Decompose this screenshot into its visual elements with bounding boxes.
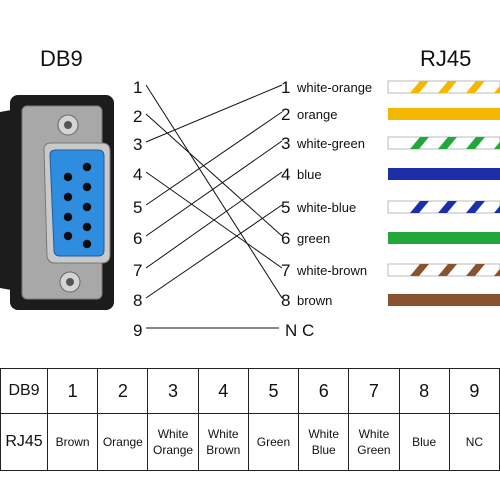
rj45-pin-number: 8 xyxy=(281,291,290,310)
table-cell-db9-pin: 3 xyxy=(147,368,199,414)
wire-db9-2-to-rj45-6 xyxy=(145,113,283,237)
db9-pin-holes xyxy=(63,162,92,249)
rj45-wire-color-label: brown xyxy=(297,293,332,308)
db9-pin-number: 9 xyxy=(133,321,142,340)
rj45-wire-color-label: blue xyxy=(297,167,322,182)
rj45-wire-color-label: white-blue xyxy=(296,200,356,215)
db9-pin-number: 4 xyxy=(133,165,142,184)
rj45-wire-color-label: orange xyxy=(297,107,337,122)
db9-pin-hole xyxy=(82,222,92,232)
wire-swatch xyxy=(388,232,500,244)
table-cell-rj45-color: Green xyxy=(247,413,300,471)
table-cell-db9-pin: 9 xyxy=(448,368,500,414)
rj45-pin-number: 7 xyxy=(281,261,290,280)
db9-pin-number: 2 xyxy=(133,107,142,126)
db9-pin-number: 6 xyxy=(133,229,142,248)
wire-db9-6-to-rj45-3 xyxy=(145,140,283,237)
wire-color-swatches xyxy=(387,80,500,306)
table-cell-rj45-color: White Brown xyxy=(197,413,249,471)
rj45-title: RJ45 xyxy=(420,46,471,71)
table-cell-db9-pin: 4 xyxy=(197,368,249,414)
rj45-wire-color-label: white-brown xyxy=(296,263,367,278)
rj45-pin-labels: 1 white-orange 2 orange 3 white-green 4 blue 5 wh… xyxy=(281,78,372,340)
table-cell-rj45-color: White Green xyxy=(348,413,400,471)
rj45-wire-color-label: white-orange xyxy=(296,80,372,95)
wire-swatch xyxy=(388,108,500,120)
wiring-diagram: DB9 RJ45 1 2 3 4 5 6 7 8 9 1 white-orange 2 orange 3… xyxy=(0,46,500,340)
table-cell-db9-pin: 5 xyxy=(247,368,300,414)
db9-pin-hole xyxy=(82,182,92,192)
table-cell-rj45-color: Brown xyxy=(46,413,99,471)
table-header-db9: DB9 xyxy=(0,368,48,414)
rj45-wire-color-label: white-green xyxy=(296,136,365,151)
wire-swatch xyxy=(388,168,500,180)
db9-pin-number: 7 xyxy=(133,261,142,280)
wire-swatch xyxy=(387,263,500,277)
wire-db9-7-to-rj45-4 xyxy=(145,171,283,269)
table-cell-rj45-color: NC xyxy=(448,413,500,471)
connector-insert xyxy=(49,149,105,257)
table-cell-rj45-color: White Orange xyxy=(147,413,199,471)
table-header-rj45: RJ45 xyxy=(0,413,48,471)
db9-pin-labels: 1 2 3 4 5 6 7 8 9 xyxy=(133,78,142,340)
wire-swatch xyxy=(387,80,500,94)
db9-pin-hole xyxy=(82,162,92,172)
db9-pin-hole xyxy=(63,172,73,182)
wire-swatch xyxy=(387,200,500,214)
rj45-pin-number: 2 xyxy=(281,105,290,124)
db9-pin-number: 3 xyxy=(133,135,142,154)
table-cell-rj45-color: Orange xyxy=(97,413,149,471)
rj45-pin-number: 1 xyxy=(281,78,290,97)
wiring-lines xyxy=(145,84,283,329)
db9-pin-hole xyxy=(63,212,73,222)
nc-label: N C xyxy=(285,321,314,340)
rj45-pin-number: 5 xyxy=(281,198,290,217)
db9-pin-number: 8 xyxy=(133,291,142,310)
wire-swatch xyxy=(388,294,500,306)
wire-swatch xyxy=(387,136,500,150)
table-cell-db9-pin: 6 xyxy=(298,368,350,414)
rj45-pin-number: 3 xyxy=(281,134,290,153)
db9-pin-number: 5 xyxy=(133,198,142,217)
wire-db9-3-to-rj45-1 xyxy=(145,84,283,143)
table-cell-db9-pin: 7 xyxy=(348,368,400,414)
wire-db9-1-to-rj45-8 xyxy=(145,84,283,299)
db9-pin-hole xyxy=(63,192,73,202)
db9-pin-number: 1 xyxy=(133,78,142,97)
table-cell-db9-pin: 2 xyxy=(97,368,149,414)
rj45-wire-color-label: green xyxy=(297,231,330,246)
table-cell-db9-pin: 1 xyxy=(46,368,99,414)
table-cell-db9-pin: 8 xyxy=(398,368,450,414)
db9-pin-hole xyxy=(63,231,73,241)
table-cell-rj45-color: Blue xyxy=(398,413,450,471)
table-cell-rj45-color: White Blue xyxy=(298,413,350,471)
db9-connector-image xyxy=(0,95,114,310)
rj45-pin-number: 4 xyxy=(281,165,290,184)
db9-pin-hole xyxy=(82,239,92,249)
wire-db9-5-to-rj45-2 xyxy=(145,111,283,206)
wire-db9-8-to-rj45-5 xyxy=(145,204,283,299)
db9-pin-hole xyxy=(82,202,92,212)
rj45-pin-number: 6 xyxy=(281,229,290,248)
db9-title: DB9 xyxy=(40,46,83,71)
